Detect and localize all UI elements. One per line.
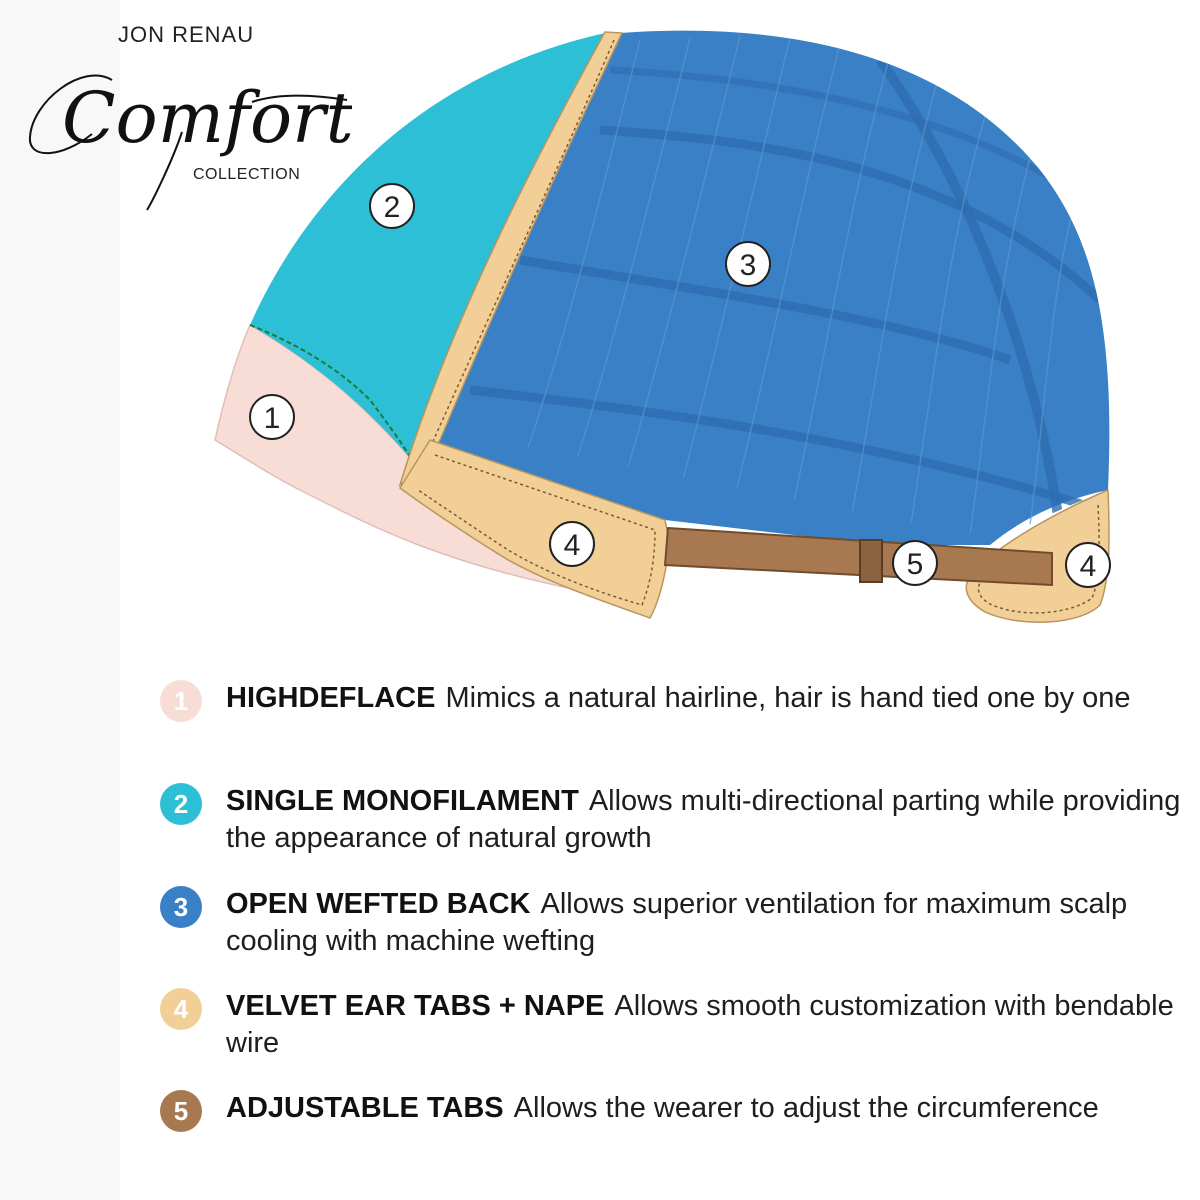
marker-2: 2 <box>369 183 415 229</box>
brand-collection: COLLECTION <box>193 166 301 183</box>
legend-description-1: Mimics a natural hairline, hair is hand … <box>445 682 1131 714</box>
svg-text:1: 1 <box>264 402 281 435</box>
svg-text:4: 4 <box>1080 550 1097 583</box>
strap-slider <box>859 539 883 583</box>
legend-description-4: Allows smooth customization with bendabl… <box>226 990 1174 1059</box>
legend-badge-2: 2 <box>160 783 202 825</box>
left-margin-strip <box>0 0 120 1200</box>
left-ear-tab <box>398 439 671 619</box>
legend-badge-3: 3 <box>160 886 202 928</box>
legend-badge-4: 4 <box>160 988 202 1030</box>
marker-4-left: 4 <box>549 521 595 567</box>
svg-text:3: 3 <box>740 249 757 282</box>
legend-title-2: SINGLE MONOFILAMENT <box>226 785 579 817</box>
legend-badge-5: 5 <box>160 1090 202 1132</box>
brand-script-word: Comfort <box>62 77 352 159</box>
legend-description-2: Allows multi-directional parting while p… <box>226 785 1181 854</box>
wig-cap-diagram: 1 2 3 4 5 4 <box>214 30 1111 623</box>
svg-text:4: 4 <box>564 529 581 562</box>
legend-title-5: ADJUSTABLE TABS <box>226 1092 504 1124</box>
monofilament-region <box>250 32 620 460</box>
brand-script-logo: Comfort <box>28 74 352 211</box>
legend-description-5: Allows the wearer to adjust the circumfe… <box>513 1092 1099 1124</box>
highdeflace-region <box>214 323 579 591</box>
legend-title-4: VELVET EAR TABS + NAPE <box>226 990 605 1022</box>
svg-text:5: 5 <box>907 548 924 581</box>
legend-title-1: HIGHDEFLACE <box>226 682 436 714</box>
legend-badge-1: 1 <box>160 680 202 722</box>
marker-1: 1 <box>249 394 295 440</box>
marker-3: 3 <box>725 241 771 287</box>
marker-5: 5 <box>892 540 938 586</box>
brand-company: JON RENAU <box>118 22 255 47</box>
legend-text-1: HIGHDEFLACE Mimics a natural hairline, ha… <box>226 680 1186 717</box>
legend-description-3: Allows superior ventilation for maximum … <box>226 888 1128 957</box>
marker-4-nape: 4 <box>1065 542 1111 588</box>
legend-text-5: ADJUSTABLE TABS Allows the wearer to adju… <box>226 1090 1186 1127</box>
svg-text:2: 2 <box>384 191 401 224</box>
legend-title-3: OPEN WEFTED BACK <box>226 888 531 920</box>
